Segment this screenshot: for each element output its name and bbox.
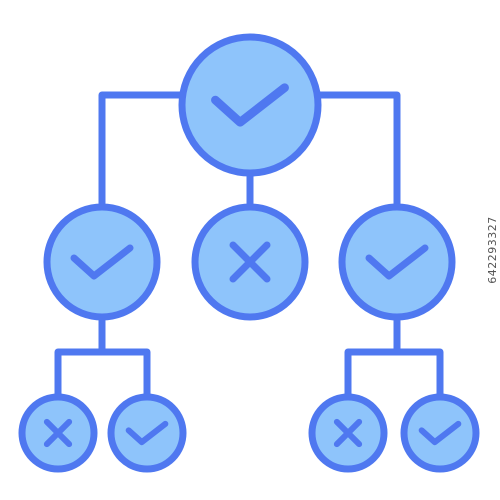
connector-mid-left-to-leaf-2	[98, 313, 151, 401]
cross-icon	[43, 418, 73, 448]
connector-lines	[54, 91, 444, 401]
check-icon	[125, 420, 169, 446]
node-root-circle	[178, 33, 322, 177]
node-mid-right	[338, 203, 456, 321]
cross-icon	[333, 418, 363, 448]
connector-mid-left-to-leaf-1	[54, 313, 106, 401]
node-mid-center	[191, 203, 309, 321]
stock-id-label: 642293327	[485, 216, 499, 284]
node-mid-left-circle	[43, 203, 161, 321]
tree-nodes	[18, 33, 480, 473]
connector-mid-right-to-leaf-3	[344, 313, 401, 401]
check-icon	[365, 244, 429, 280]
connector-mid-right-to-leaf-4	[393, 313, 444, 401]
check-icon	[418, 420, 462, 446]
connector-root-to-mid-right	[314, 91, 401, 211]
check-icon	[70, 244, 134, 280]
cross-icon	[229, 241, 271, 283]
check-icon	[211, 83, 289, 127]
connector-root-to-mid-left	[98, 91, 186, 211]
node-leaf-1	[18, 393, 98, 473]
node-leaf-2-circle	[107, 393, 187, 473]
node-leaf-2	[107, 393, 187, 473]
node-leaf-3	[308, 393, 388, 473]
node-leaf-4-circle	[400, 393, 480, 473]
node-root	[178, 33, 322, 177]
node-mid-right-circle	[338, 203, 456, 321]
node-leaf-4	[400, 393, 480, 473]
node-mid-left	[43, 203, 161, 321]
